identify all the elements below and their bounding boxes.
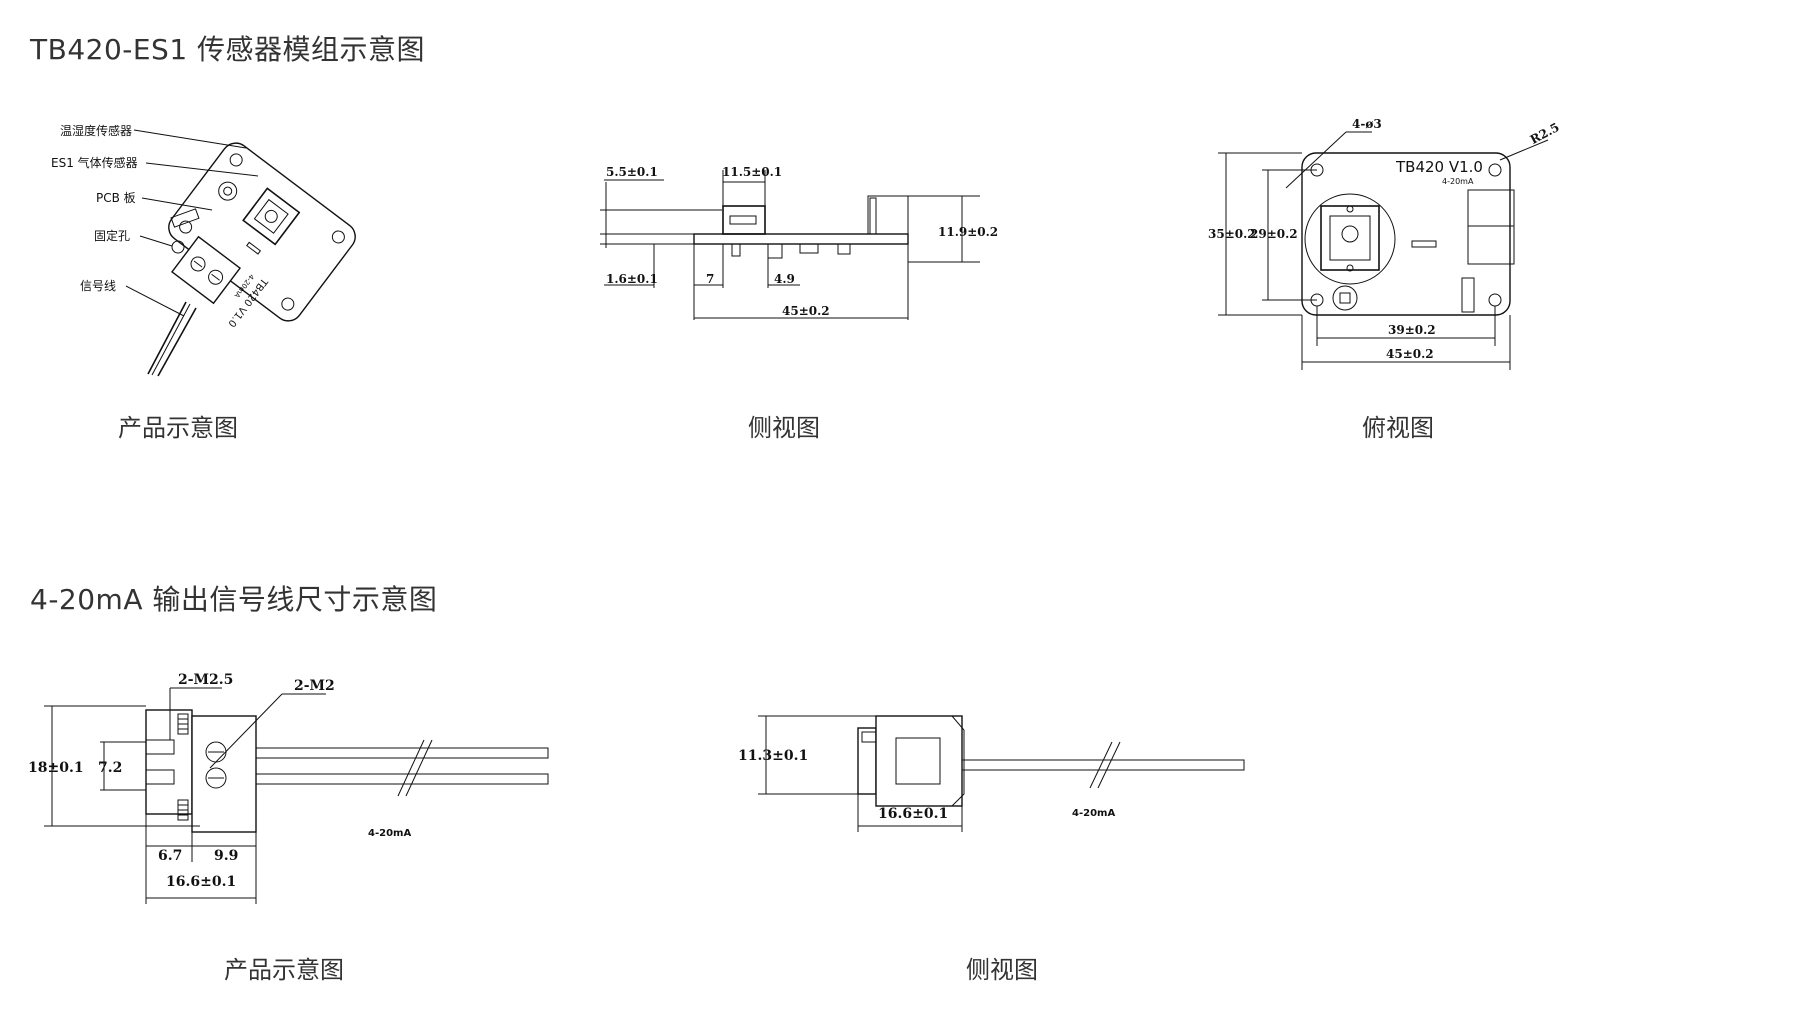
side-dim-45: 45±0.2 — [782, 304, 830, 318]
side-dim-5-5: 5.5±0.1 — [606, 165, 658, 179]
label-es1-sensor: ES1 气体传感器 — [51, 155, 138, 170]
label-pcb: PCB 板 — [96, 191, 136, 205]
top-view-drawing: TB420 V1.0 4-20mA 4-ø3 R2.5 35±0.2 29±0.… — [1208, 117, 1562, 370]
es1-sensor-shape — [242, 187, 301, 246]
caption-product: 产品示意图 — [118, 414, 238, 442]
caption-cable-side: 侧视图 — [966, 956, 1038, 984]
pcb-board-shape — [168, 142, 356, 322]
label-hole: 固定孔 — [94, 228, 130, 243]
side-dim-11-5: 11.5±0.1 — [722, 165, 782, 179]
caption-side: 侧视图 — [748, 414, 820, 442]
cable-side-wire-label: 4-20mA — [1072, 808, 1115, 819]
top-dim-29: 29±0.2 — [1250, 227, 1298, 241]
cable-dim-16-6: 16.6±0.1 — [166, 874, 236, 890]
cable-wire-label: 4-20mA — [368, 828, 411, 839]
section1-title: TB420-ES1 传感器模组示意图 — [30, 33, 426, 66]
caption-top: 俯视图 — [1362, 414, 1434, 442]
th-sensor-shape — [218, 181, 238, 201]
connector-shape — [171, 235, 241, 305]
side-dim-7: 7 — [706, 272, 714, 286]
cable-dim-7-2: 7.2 — [98, 760, 122, 776]
section2-title: 4-20mA 输出信号线尺寸示意图 — [30, 583, 438, 616]
top-board-sub: 4-20mA — [1442, 177, 1474, 186]
label-th-sensor: 温湿度传感器 — [60, 123, 132, 138]
top-dim-radius: R2.5 — [1528, 120, 1562, 147]
cable-dim-m2: 2-M2 — [294, 678, 335, 694]
cable-side-dim-11-3: 11.3±0.1 — [738, 748, 808, 764]
cable-dim-6-7: 6.7 — [158, 848, 182, 864]
side-dim-11-9: 11.9±0.2 — [938, 225, 998, 239]
cable-side-drawing: 4-20mA 11.3±0.1 16.6±0.1 — [738, 715, 1245, 832]
cable-product-drawing: 4-20mA 2-M2.5 2-M2 18±0.1 7.2 6.7 9.9 16… — [28, 672, 549, 904]
cable-dim-9-9: 9.9 — [214, 848, 238, 864]
side-pcb — [693, 233, 909, 245]
top-dim-holes: 4-ø3 — [1352, 117, 1382, 131]
side-view-drawing: 5.5±0.1 11.5±0.1 11.9±0.2 1.6±0.1 7 4.9 … — [600, 165, 998, 320]
cable-dim-m25: 2-M2.5 — [178, 672, 233, 688]
label-signal: 信号线 — [80, 279, 116, 293]
cable-connector-body — [145, 709, 193, 815]
cable-dim-18: 18±0.1 — [28, 760, 84, 776]
cable-side-dim-16-6: 16.6±0.1 — [878, 806, 948, 822]
top-dim-35: 35±0.2 — [1208, 227, 1256, 241]
cable-side-connector — [857, 727, 877, 795]
side-dim-4-9: 4.9 — [774, 272, 795, 286]
product-illustration: TB420 V1.0 4-20mA 温湿度传感器 ES1 气体传感器 PCB 板 — [51, 123, 356, 377]
top-dim-39: 39±0.2 — [1388, 323, 1436, 337]
caption-cable-product: 产品示意图 — [224, 956, 344, 984]
top-dim-45: 45±0.2 — [1386, 347, 1434, 361]
top-pcb — [1301, 152, 1511, 316]
top-board-text: TB420 V1.0 — [1395, 158, 1483, 176]
side-dim-1-6: 1.6±0.1 — [606, 272, 658, 286]
